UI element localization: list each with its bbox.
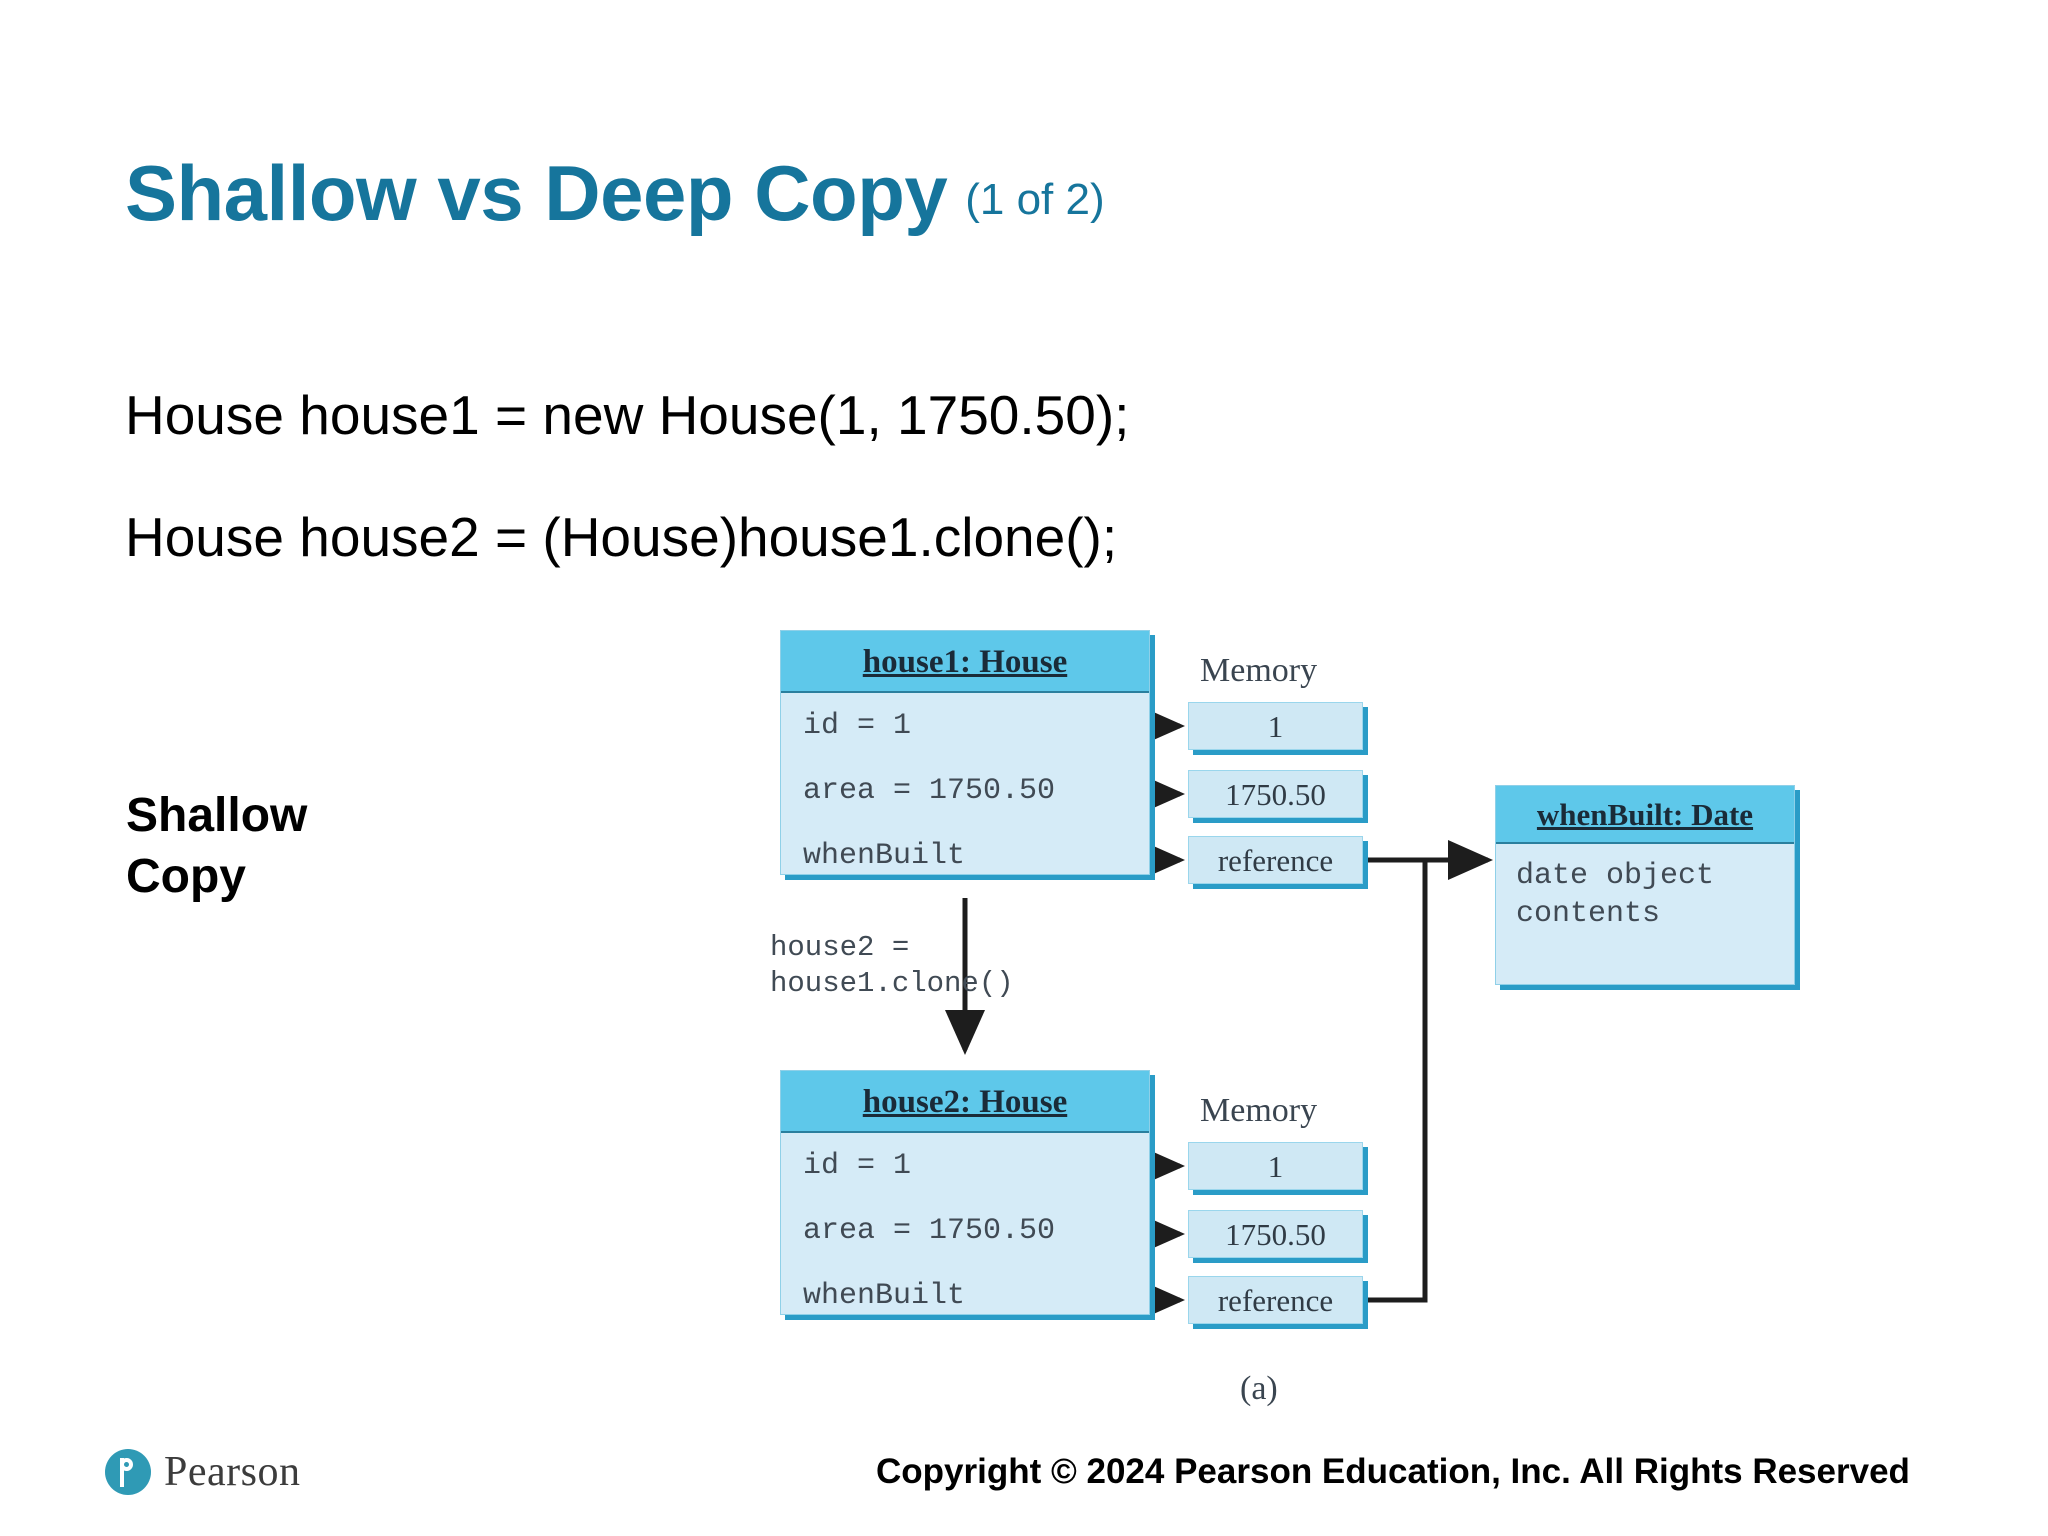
memory-cell-bottom-area: 1750.50 [1188, 1210, 1363, 1258]
clone-annotation: house2 = house1.clone() [770, 931, 1014, 1001]
pearson-p-icon [105, 1449, 151, 1495]
code-line-2: House house2 = (House)house1.clone(); [125, 506, 1118, 568]
house1-field-whenbuilt: whenBuilt [803, 839, 966, 873]
code-line-1: House house1 = new House(1, 1750.50); [125, 384, 1130, 446]
copyright-notice: Copyright © 2024 Pearson Education, Inc.… [876, 1452, 1910, 1491]
memory-cell-top-reference: reference [1188, 836, 1363, 884]
pearson-logo: Pearson [105, 1448, 300, 1496]
memory-label-bottom: Memory [1200, 1092, 1318, 1129]
page-title-main: Shallow vs Deep Copy [125, 149, 948, 237]
house1-object-box: house1: House id = 1 area = 1750.50 when… [780, 630, 1150, 875]
house1-field-area: area = 1750.50 [803, 774, 1056, 808]
house2-field-whenbuilt: whenBuilt [803, 1279, 966, 1313]
page-title: Shallow vs Deep Copy (1 of 2) [125, 148, 1105, 239]
shallow-copy-caption: Shallow Copy [126, 789, 308, 904]
memory-label-top: Memory [1200, 652, 1318, 689]
figure-label: (a) [1240, 1370, 1278, 1407]
house2-object-box: house2: House id = 1 area = 1750.50 when… [780, 1070, 1150, 1315]
shallow-copy-diagram: house1: House id = 1 area = 1750.50 when… [770, 630, 1900, 1430]
house2-field-area: area = 1750.50 [803, 1214, 1056, 1248]
memory-cell-top-id: 1 [1188, 702, 1363, 750]
house1-header: house1: House [781, 631, 1149, 693]
house2-header: house2: House [781, 1071, 1149, 1133]
house2-field-id: id = 1 [803, 1149, 912, 1183]
date-object-header: whenBuilt: Date [1496, 786, 1794, 844]
house1-field-id: id = 1 [803, 709, 912, 743]
memory-cell-bottom-reference: reference [1188, 1276, 1363, 1324]
pearson-wordmark: Pearson [164, 1449, 301, 1495]
date-object-box: whenBuilt: Date date object contents [1495, 785, 1795, 985]
memory-cell-top-area: 1750.50 [1188, 770, 1363, 818]
page-title-subtitle: (1 of 2) [965, 175, 1105, 224]
date-object-contents: date object contents [1516, 859, 1715, 931]
memory-cell-bottom-id: 1 [1188, 1142, 1363, 1190]
